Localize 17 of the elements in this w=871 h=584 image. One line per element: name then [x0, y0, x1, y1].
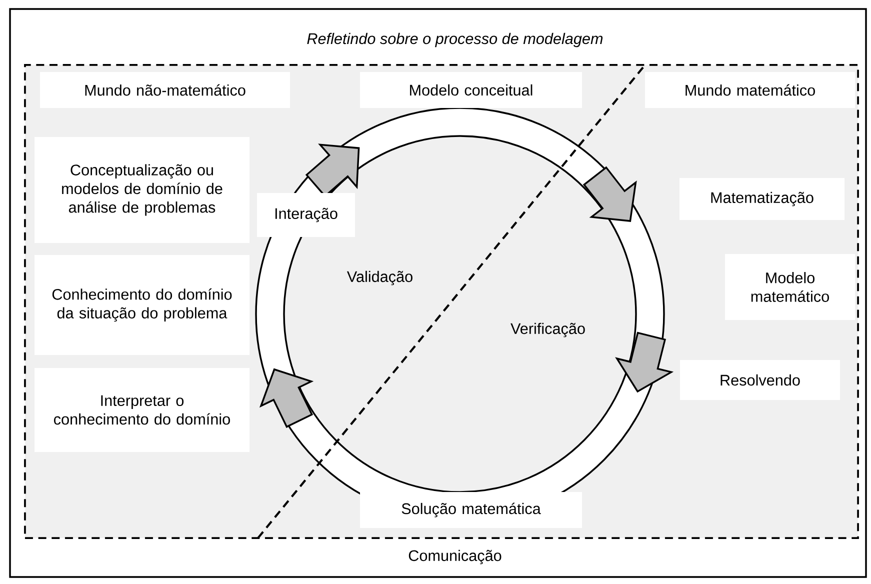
text-box: Mundo matemático [645, 72, 855, 108]
text-box: Interpretar o conhecimento do domínio [34, 368, 250, 452]
text-box: Interação [257, 193, 355, 237]
frame-caption: Comunicação [408, 550, 502, 564]
cycle-label: Validação [346, 270, 412, 286]
text-box: Modelo matemático [725, 254, 855, 320]
text-box: Matematização [679, 178, 845, 220]
text-box: Conhecimento do domínio da situação do problema [34, 255, 250, 355]
text-box: Conceptualização ou modelos de domínio de análise de problemas [34, 137, 250, 243]
text-box: Modelo conceitual [360, 72, 582, 108]
cycle-label: Verificação [510, 322, 585, 338]
text-box: Solução matemática [360, 492, 582, 528]
title: Refletindo sobre o processo de modelagem [307, 32, 603, 48]
text-box: Mundo não-matemático [40, 72, 290, 108]
text-box: Resolvendo [680, 360, 840, 400]
outer-frame [9, 8, 867, 578]
node-label: Solução matemática [402, 502, 541, 518]
